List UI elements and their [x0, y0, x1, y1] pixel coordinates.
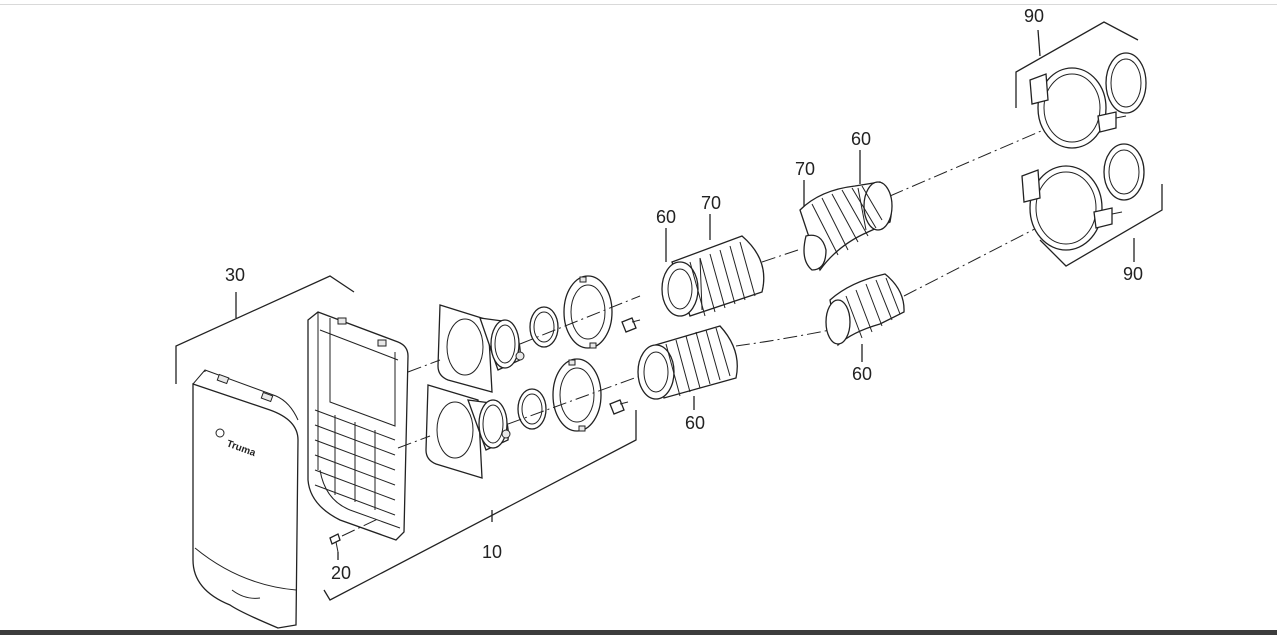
lower-clamp-part [1021, 143, 1145, 251]
callout-10: 10 [482, 542, 502, 562]
bottom-scrollbar-track [0, 630, 1277, 635]
lower-left-hose [637, 325, 738, 400]
callout-20: 20 [331, 563, 351, 583]
bracket-30 [175, 275, 355, 384]
callout-70-right: 70 [795, 159, 815, 179]
lower-retaining-plate [552, 358, 629, 432]
upper-retaining-plate [563, 275, 641, 349]
front-cover-part: Truma [192, 369, 299, 629]
callout-90-top: 90 [1024, 6, 1044, 26]
upper-clamp-part [1029, 52, 1147, 149]
screw-part [329, 517, 381, 553]
upper-flange-part [437, 304, 525, 393]
lower-flange-part [425, 384, 511, 479]
callout-60-lower-right: 60 [852, 364, 872, 384]
callout-60-upper-left: 60 [656, 207, 676, 227]
callout-60-upper-right: 60 [851, 129, 871, 149]
bracket-90-top [1015, 21, 1139, 108]
callout-30: 30 [225, 265, 245, 285]
lower-seal-ring [517, 388, 547, 430]
bracket-10 [323, 410, 637, 601]
callout-70-left: 70 [701, 193, 721, 213]
upper-right-hose [799, 181, 893, 272]
upper-seal-ring [529, 306, 559, 348]
callout-60-lower-left: 60 [685, 413, 705, 433]
lower-right-hose [825, 273, 905, 347]
top-divider [0, 4, 1277, 5]
logo-mark-icon [215, 428, 225, 438]
bracket-90-bottom [1039, 184, 1163, 267]
wall-frame-part [307, 311, 409, 541]
callout-90-bottom: 90 [1123, 264, 1143, 284]
upper-left-hose [661, 235, 765, 317]
